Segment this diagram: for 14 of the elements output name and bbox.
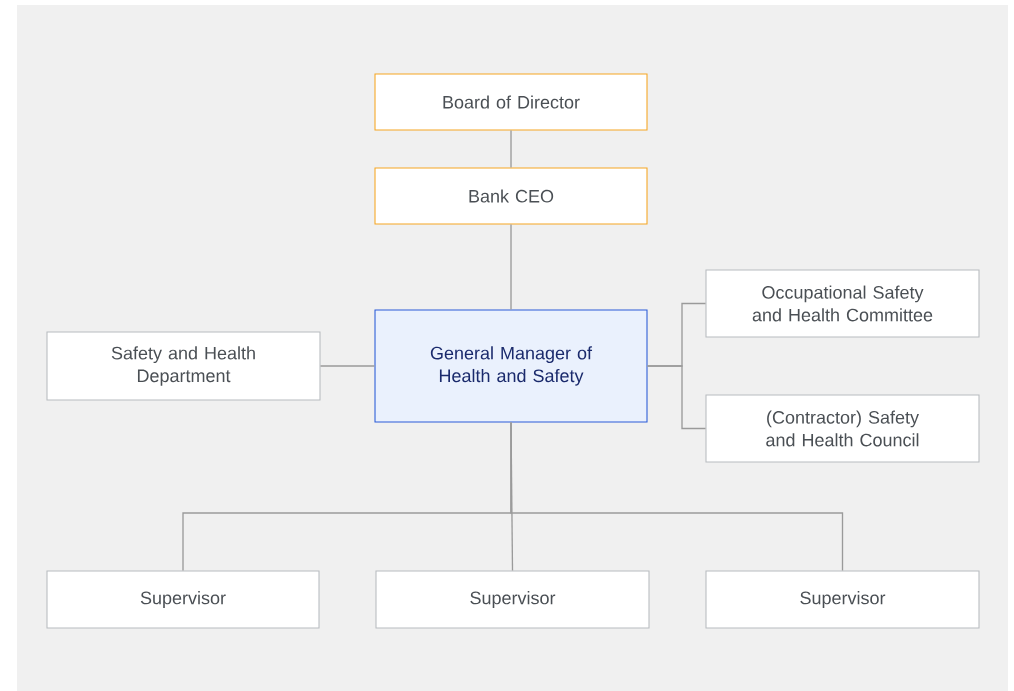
connector-line [510,421,844,572]
org-box: Supervisor [705,570,980,629]
connector-line [646,365,707,430]
org-box: Supervisor [46,570,320,629]
org-box: Bank CEO [374,167,648,225]
org-box: Board of Director [374,73,648,131]
org-box: Occupational Safety and Health Committee [705,269,980,338]
org-box: Supervisor [375,570,650,629]
connector-line [510,223,512,311]
highlighted-box: General Manager of Health and Safety [374,309,648,423]
org-box: Safety and Health Department [46,331,321,401]
connector-line [510,129,512,169]
org-box: (Contractor) Safety and Health Council [705,394,980,463]
connector-line [319,365,376,367]
